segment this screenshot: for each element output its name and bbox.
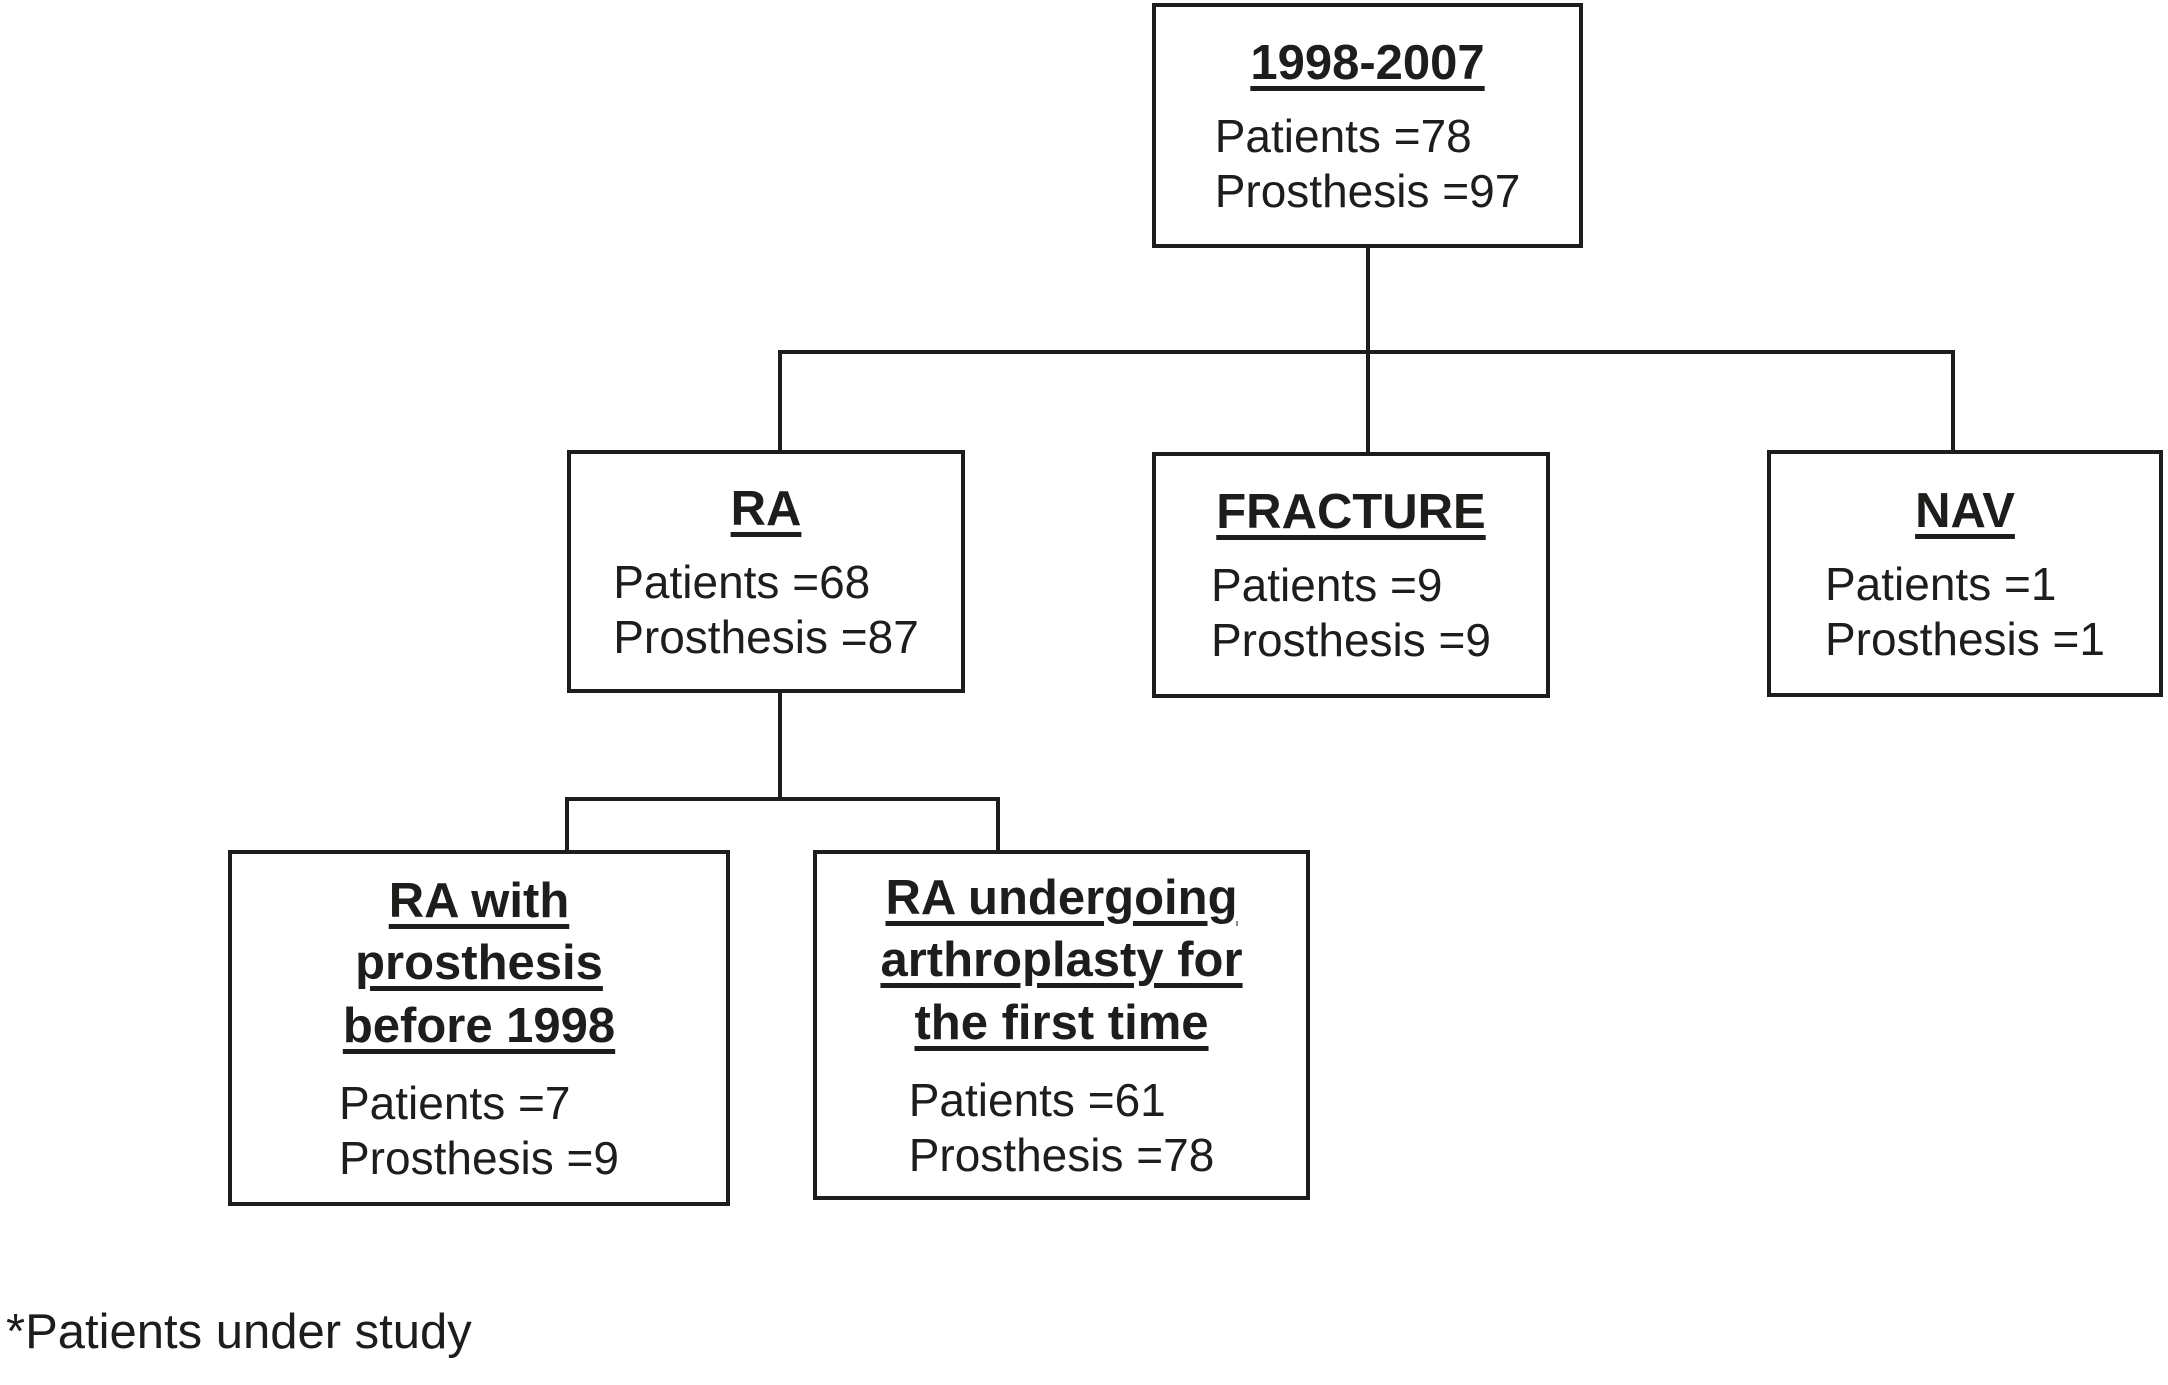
node-period-1998-2007: 1998-2007 Patients =78 Prosthesis =97: [1152, 3, 1583, 248]
prosthesis-count: Prosthesis =97: [1214, 164, 1521, 217]
node-title: RA with prosthesis before 1998: [342, 873, 616, 1054]
prosthesis-count: Prosthesis =87: [613, 610, 919, 663]
node-title: 1998-2007: [1250, 35, 1485, 90]
footnote-patients-under-study: *Patients under study: [6, 1305, 472, 1359]
patients-count: Patients =78: [1214, 109, 1472, 162]
node-ra-prosthesis-before-1998: RA with prosthesis before 1998 Patients …: [228, 850, 730, 1206]
node-stats: Patients =9 Prosthesis =9: [1211, 558, 1491, 668]
prosthesis-count: Prosthesis =9: [1211, 614, 1491, 667]
node-fracture: FRACTURE Patients =9 Prosthesis =9: [1152, 452, 1550, 698]
node-title: NAV: [1915, 483, 2015, 538]
node-stats: Patients =1 Prosthesis =1: [1825, 557, 2105, 667]
node-ra: RA Patients =68 Prosthesis =87: [567, 450, 965, 693]
patients-count: Patients =9: [1211, 559, 1443, 612]
node-stats: Patients =61 Prosthesis =78: [909, 1073, 1215, 1183]
patients-count: Patients =61: [908, 1073, 1166, 1126]
node-nav: NAV Patients =1 Prosthesis =1: [1767, 450, 2163, 697]
node-stats: Patients =78 Prosthesis =97: [1215, 109, 1521, 219]
node-stats: Patients =7 Prosthesis =9: [339, 1076, 619, 1186]
patients-count: Patients =68: [613, 555, 871, 608]
patients-count: Patients =1: [1825, 557, 2057, 610]
node-ra-first-arthroplasty: RA undergoing arthroplasty for the first…: [813, 850, 1310, 1200]
patients-count: Patients =7: [339, 1076, 571, 1129]
prosthesis-count: Prosthesis =78: [908, 1129, 1215, 1182]
node-title: RA undergoing arthroplasty for the first…: [880, 870, 1243, 1051]
prosthesis-count: Prosthesis =9: [339, 1132, 619, 1185]
prosthesis-count: Prosthesis =1: [1825, 612, 2105, 665]
node-stats: Patients =68 Prosthesis =87: [613, 555, 919, 665]
node-title: FRACTURE: [1216, 485, 1486, 540]
node-title: RA: [730, 481, 802, 536]
